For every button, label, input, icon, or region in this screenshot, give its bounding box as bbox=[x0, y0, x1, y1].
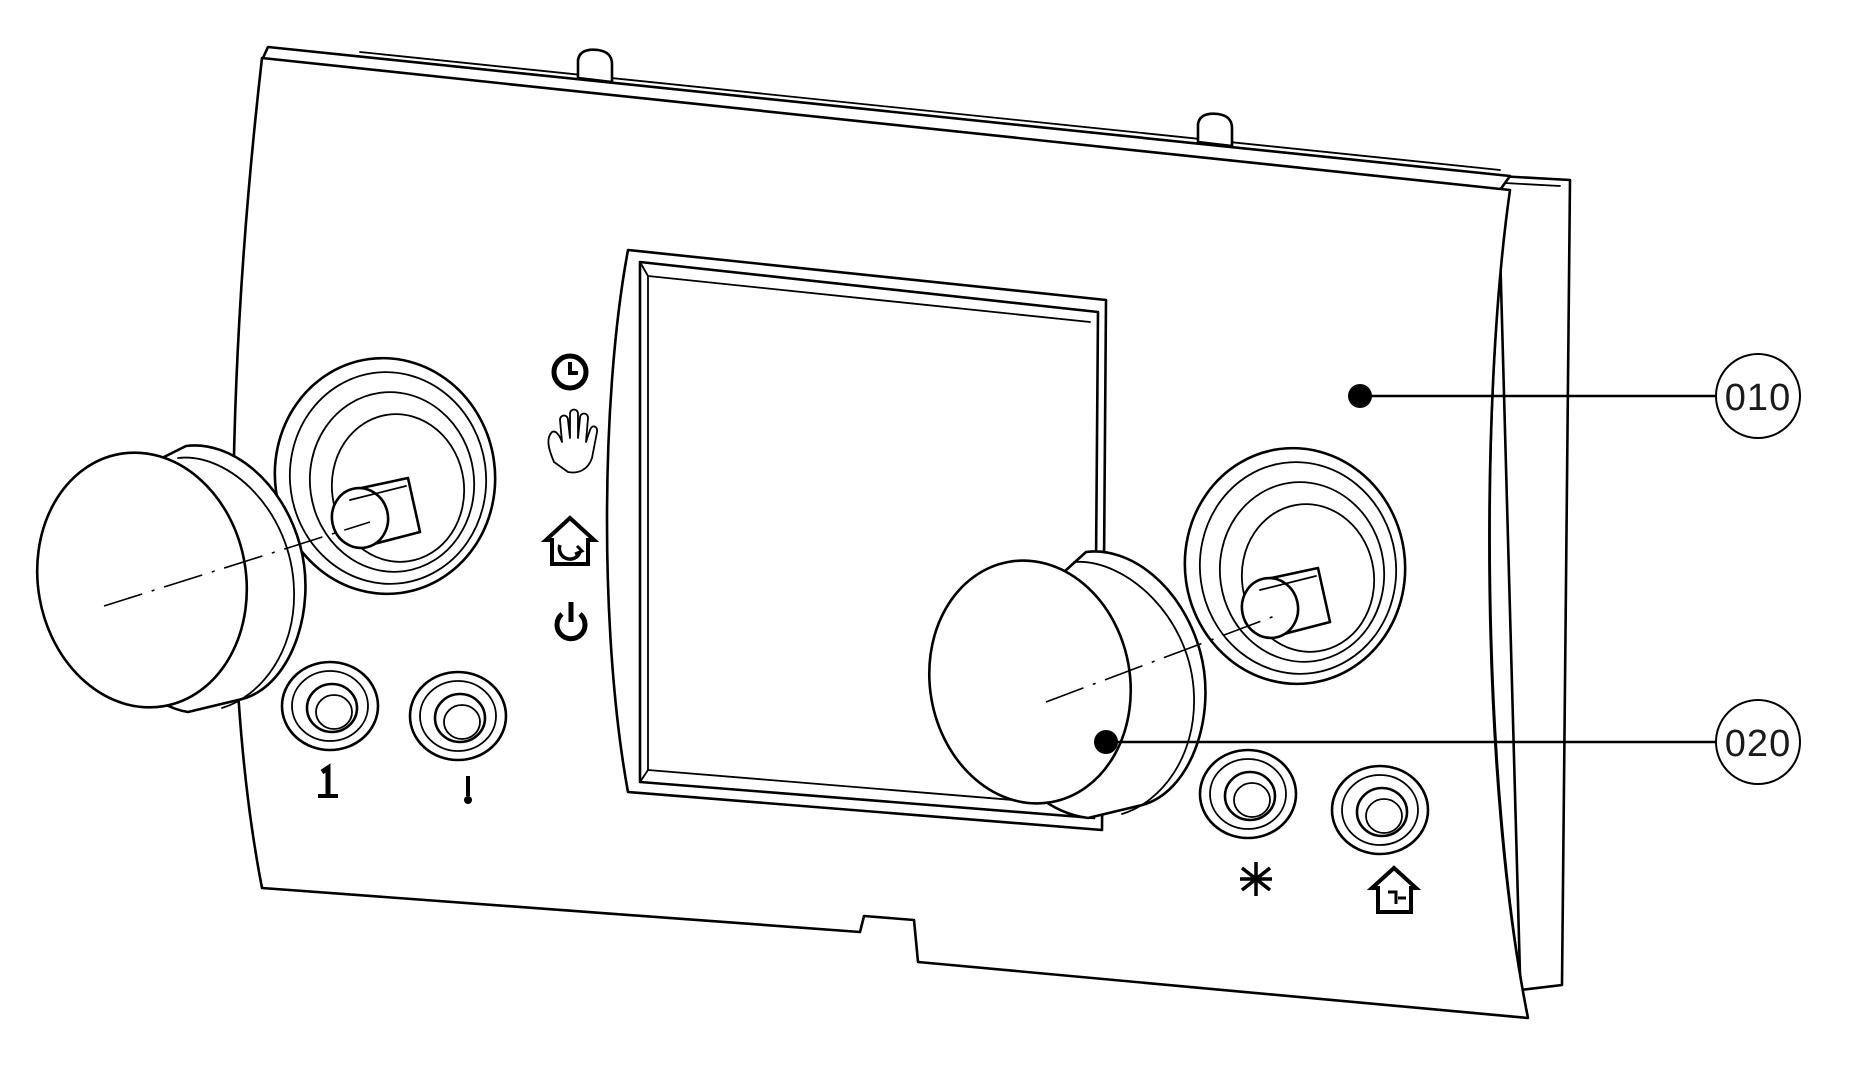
power-icon bbox=[554, 602, 588, 642]
mode-indicators bbox=[540, 353, 600, 642]
thermometer-icon bbox=[464, 776, 472, 804]
callout-020: 020 bbox=[1094, 699, 1801, 785]
button-cooling[interactable] bbox=[1198, 748, 1298, 840]
right-selector-knob[interactable] bbox=[910, 434, 1420, 820]
clock-icon bbox=[551, 353, 589, 391]
house-presence-icon bbox=[1366, 865, 1422, 914]
callout-010: 010 bbox=[1348, 353, 1801, 439]
left-selector-knob[interactable] bbox=[17, 344, 510, 724]
button-temperature[interactable] bbox=[408, 670, 508, 762]
hand-icon bbox=[547, 408, 598, 474]
callout-010-label: 010 bbox=[1725, 377, 1791, 419]
heating-circuit-1-icon bbox=[318, 763, 338, 798]
top-clip-left bbox=[576, 48, 614, 84]
button-heating-circuit[interactable] bbox=[280, 660, 380, 752]
snowflake-icon bbox=[1240, 862, 1272, 896]
top-clip-right bbox=[1196, 112, 1234, 148]
callout-020-label: 020 bbox=[1725, 723, 1791, 765]
button-presence[interactable] bbox=[1330, 764, 1430, 856]
house-recirculation-icon bbox=[540, 515, 600, 566]
